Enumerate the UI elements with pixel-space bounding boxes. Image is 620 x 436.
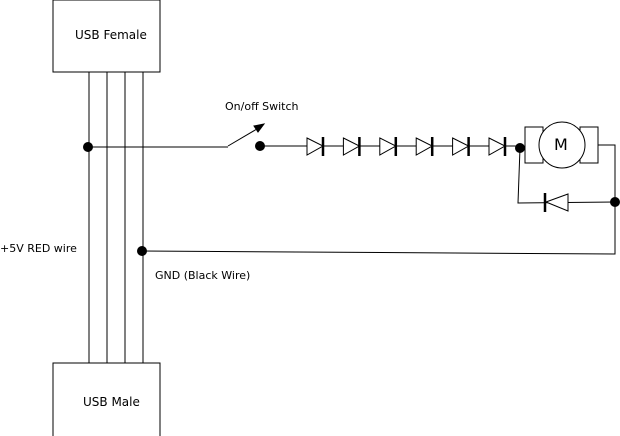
diode-icon bbox=[452, 137, 470, 156]
diode-icon bbox=[342, 137, 361, 156]
diode-icon bbox=[488, 137, 507, 156]
gnd-wire-label: GND (Black Wire) bbox=[155, 269, 251, 282]
switch-label: On/off Switch bbox=[225, 100, 299, 113]
switch-arrow bbox=[253, 123, 266, 133]
red-wire-label: +5V RED wire bbox=[0, 242, 77, 255]
usb-female-label: USB Female bbox=[75, 28, 147, 42]
diode-icon bbox=[415, 137, 434, 156]
flyback-wire bbox=[517, 147, 616, 204]
junction-gnd bbox=[137, 246, 147, 256]
diode-icon bbox=[379, 137, 397, 156]
motor-label: M bbox=[554, 135, 568, 154]
flyback-diode-icon bbox=[544, 193, 569, 212]
junction-flyback bbox=[610, 197, 620, 207]
motor-circle bbox=[538, 121, 586, 169]
diode-icon bbox=[306, 137, 325, 156]
usb-male-label: USB Male bbox=[83, 395, 140, 409]
